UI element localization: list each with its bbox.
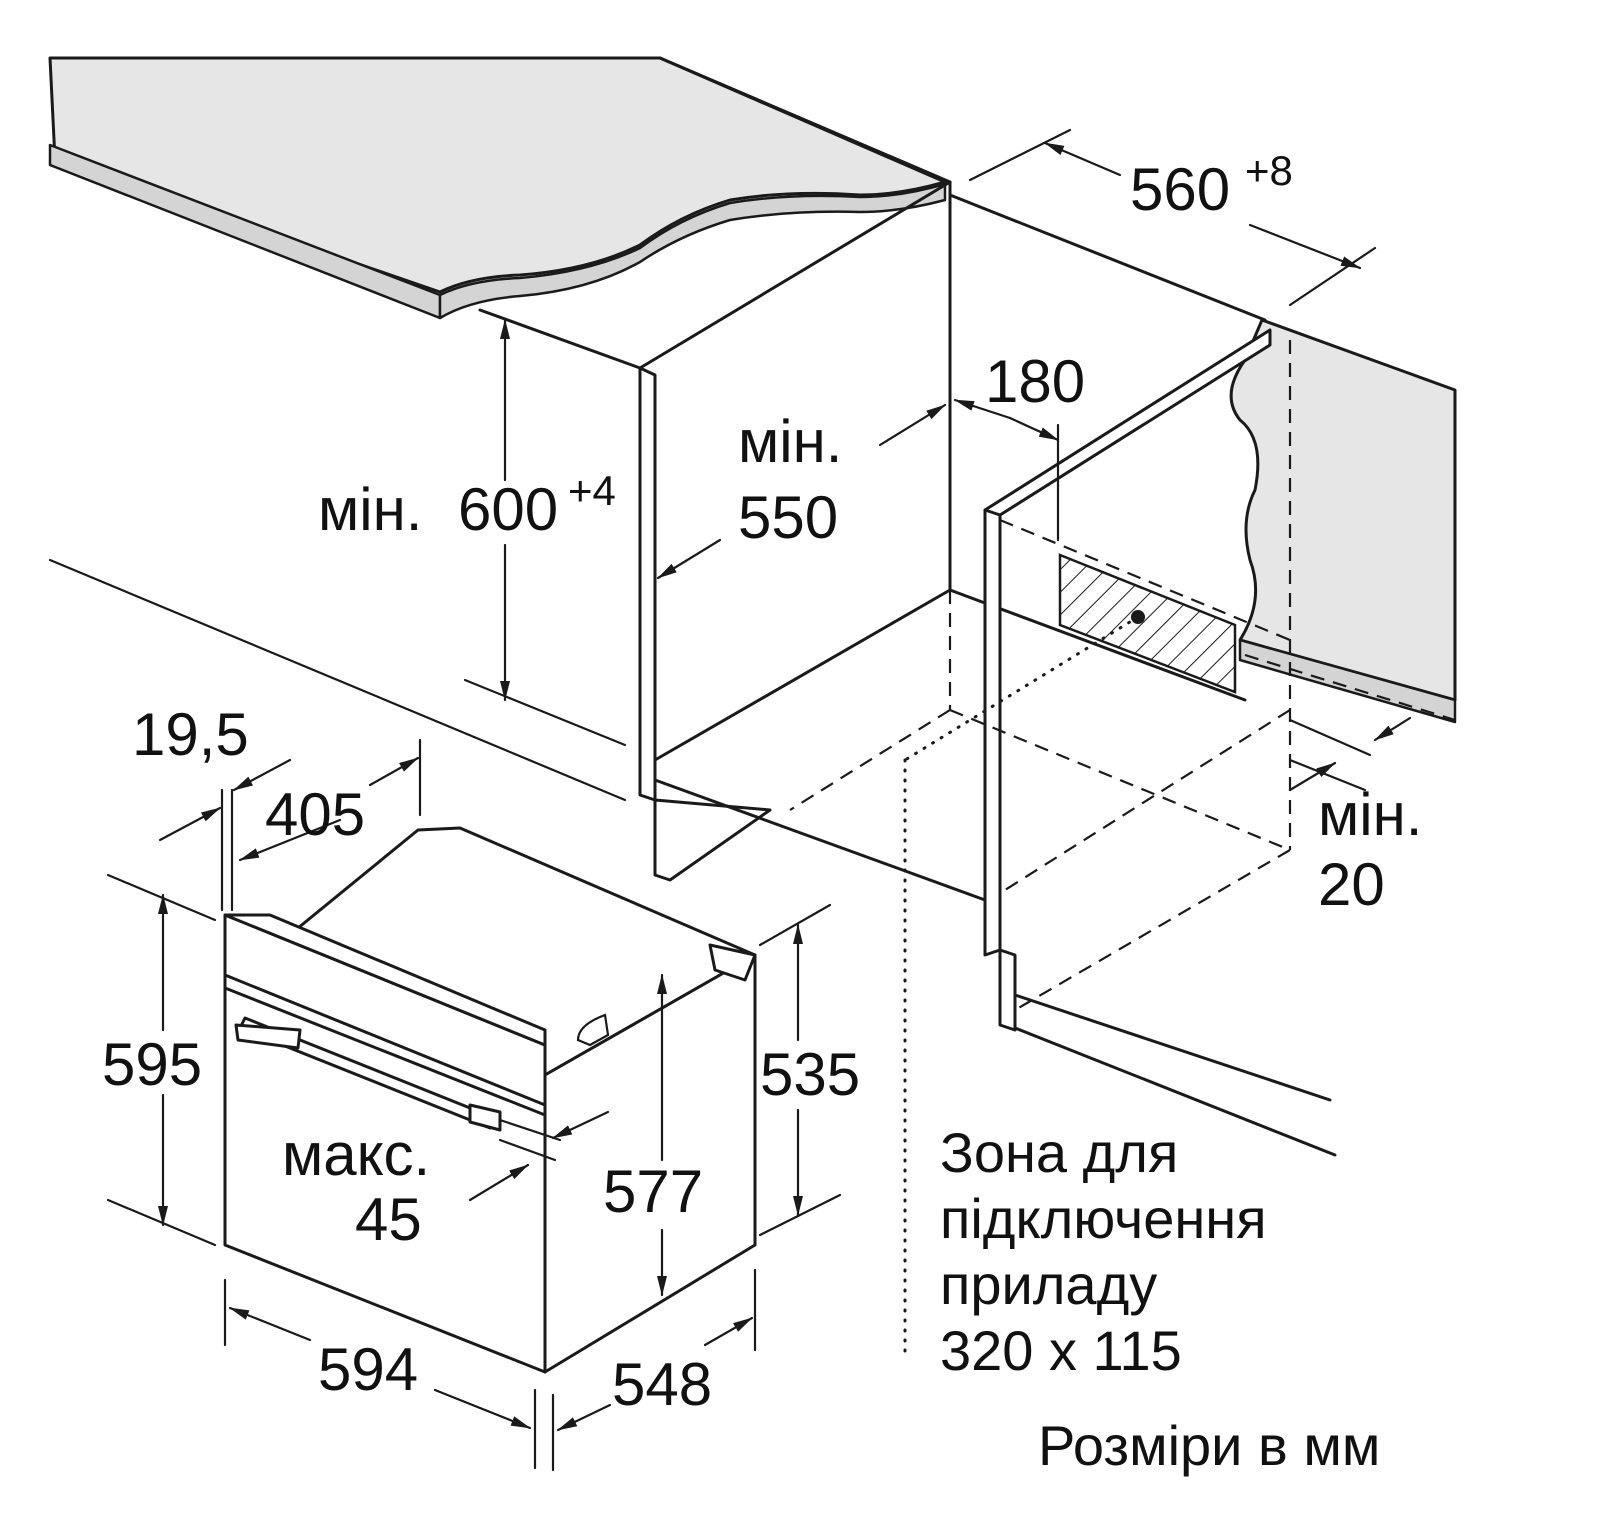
top-depth-value: 405 [265,781,365,848]
oven-height-value: 595 [102,1031,202,1098]
cabinet-height-value: 600 [458,476,558,543]
niche-width-value: 560 [1130,156,1230,223]
handle-max-label: макс. [282,1121,430,1188]
countertop-left [48,56,947,320]
handle-max-value: 45 [355,1186,422,1253]
connection-zone-line1: Зона для [940,1121,1178,1184]
panel-thickness-value: 19,5 [132,701,249,768]
cabinet-height-prefix: мін. [318,476,422,543]
connection-zone-line4: 320 x 115 [940,1319,1182,1382]
connection-zone-line3: приладу [940,1253,1157,1316]
gap-min-value: 20 [1318,851,1385,918]
gap-min-label: мін. [1318,781,1422,848]
door-height-value: 577 [603,1158,703,1225]
oven-width-value: 594 [318,1336,418,1403]
connection-zone [903,553,1237,1357]
oven-depth-value: 548 [612,1351,712,1418]
connection-zone-line2: підключення [940,1187,1267,1250]
countertop-right [1229,318,1457,724]
body-height-value: 535 [760,1041,860,1108]
dimension-lines [48,128,1412,1472]
cabinet-height-tolerance: +4 [568,467,616,514]
depth-min-label: мін. [738,408,842,475]
niche-width-tolerance: +8 [1245,147,1293,194]
offset-180-value: 180 [985,348,1085,415]
hidden-outlines [789,340,1456,1011]
oven [223,826,757,1374]
depth-min-value: 550 [738,484,838,551]
cabinet-niche [478,56,1337,1157]
units-note: Розміри в мм [1038,1414,1380,1477]
